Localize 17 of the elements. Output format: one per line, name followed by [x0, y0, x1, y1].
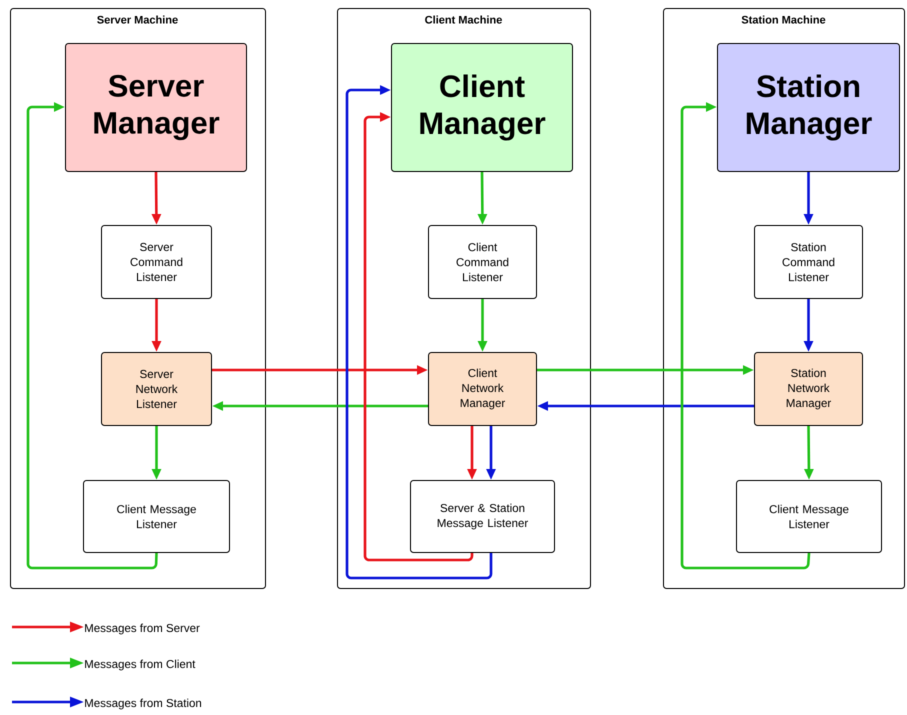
component-box: Station Command Listener [754, 225, 863, 299]
manager-box: Client Manager [391, 43, 573, 172]
legend-text: Messages from Client [85, 660, 196, 670]
component-box: Client Command Listener [428, 225, 537, 299]
listener-box: Client Message Listener [83, 480, 230, 553]
legend-text: Messages from Server [85, 624, 200, 634]
component-box: Server Command Listener [101, 225, 212, 299]
component-box: Server Network Listener [101, 352, 212, 426]
arrow [364, 112, 474, 562]
manager-box: Server Manager [65, 43, 247, 172]
legend-text: Messages from Station [85, 698, 202, 710]
listener-box: Server & Station Message Listener [410, 480, 555, 553]
arrow [346, 85, 492, 580]
listener-box: Client Message Listener [736, 480, 882, 553]
component-box: Client Network Manager [428, 352, 537, 426]
manager-box: Station Manager [717, 43, 900, 172]
component-box: Station Network Manager [754, 352, 863, 426]
